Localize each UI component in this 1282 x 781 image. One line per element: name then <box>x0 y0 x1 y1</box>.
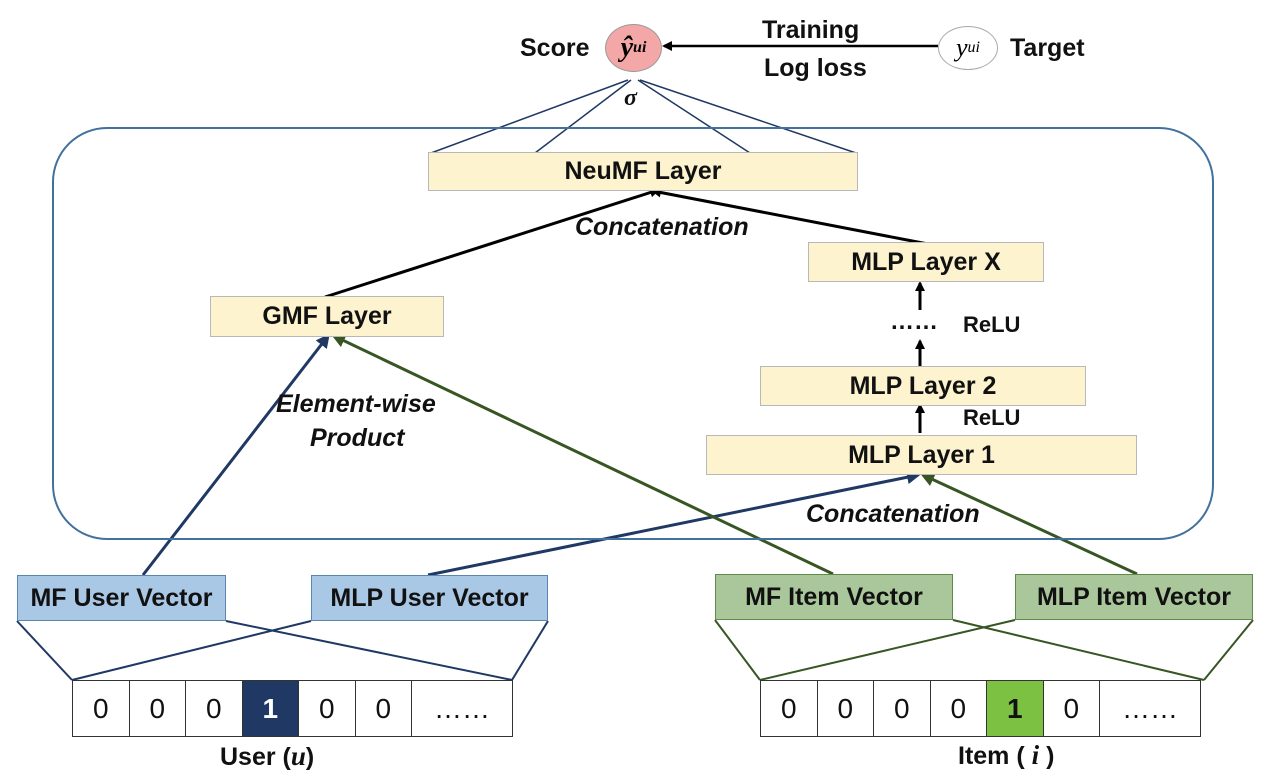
mf-user-to-gmf-arrow <box>141 333 330 576</box>
item-cell: 0 <box>874 681 931 736</box>
user-cell: 0 <box>356 681 412 736</box>
item-label-var: i <box>1031 740 1040 770</box>
sigma-label: σ <box>624 85 637 111</box>
concatenation-top-label: Concatenation <box>575 213 749 241</box>
user-label: User (u) <box>220 741 314 772</box>
user-cell: 0 <box>299 681 356 736</box>
mf-item-to-gmf-arrow <box>331 334 834 576</box>
user-cell: 0 <box>186 681 243 736</box>
neumf-to-score-lines <box>430 79 857 154</box>
mlp-user-vector: MLP User Vector <box>311 575 548 621</box>
item-cell: 0 <box>761 681 818 736</box>
mlpx-to-neumf-arrow <box>651 187 929 246</box>
mlp-layer-1: MLP Layer 1 <box>706 435 1137 475</box>
item-label-text: Item ( <box>958 742 1032 770</box>
item-cell: 0 <box>931 681 987 736</box>
dots-label: …… <box>890 308 938 335</box>
item-cell-active: 1 <box>987 681 1044 736</box>
mf-user-vector: MF User Vector <box>17 575 226 621</box>
item-label: Item ( i ) <box>958 740 1054 771</box>
logloss-label: Log loss <box>764 54 867 82</box>
item-cell: 0 <box>1044 681 1100 736</box>
relu-bottom-label: ReLU <box>963 405 1021 430</box>
target-subscript: ui <box>967 39 980 56</box>
elementwise-label-line1: Element-wise <box>276 390 436 418</box>
mlp-layer-x: MLP Layer X <box>808 242 1044 282</box>
mlp-layer-2: MLP Layer 2 <box>760 366 1086 406</box>
target-label: Target <box>1010 34 1085 62</box>
item-label-end: ) <box>1039 742 1055 770</box>
user-label-var: u <box>290 741 306 771</box>
score-label: Score <box>520 34 590 62</box>
target-symbol: y <box>956 33 968 62</box>
gmf-layer: GMF Layer <box>210 296 444 337</box>
score-subscript: ui <box>633 39 647 56</box>
item-embedding-lines <box>714 619 1254 681</box>
item-cell: 0 <box>818 681 874 736</box>
elementwise-label-line2: Product <box>310 424 405 452</box>
mf-item-vector: MF Item Vector <box>715 574 953 620</box>
user-label-end: ) <box>305 743 315 771</box>
user-cell: 0 <box>130 681 186 736</box>
user-label-text: User ( <box>220 743 291 771</box>
user-cell-active: 1 <box>242 681 299 736</box>
neumf-model-frame <box>52 127 1214 540</box>
gmf-to-neumf-arrow <box>324 187 660 299</box>
user-embedding-lines <box>16 620 549 681</box>
user-cell: 0 <box>73 681 130 736</box>
item-onehot-vector: 0 0 0 0 1 0 …… <box>760 680 1201 737</box>
concatenation-bottom-label: Concatenation <box>806 500 980 528</box>
training-label: Training <box>762 16 860 44</box>
user-cell-ellipsis: …… <box>434 692 490 724</box>
user-onehot-vector: 0 0 0 1 0 0 …… <box>72 680 513 737</box>
mlp-item-to-mlp1-arrow <box>920 473 1138 576</box>
neumf-layer: NeuMF Layer <box>428 152 858 191</box>
item-cell-ellipsis: …… <box>1122 692 1178 724</box>
mlp-item-vector: MLP Item Vector <box>1015 574 1253 620</box>
mlp-user-to-mlp1-arrow <box>427 470 921 577</box>
score-symbol: ŷ <box>620 32 634 63</box>
relu-top-label: ReLU <box>963 312 1021 337</box>
